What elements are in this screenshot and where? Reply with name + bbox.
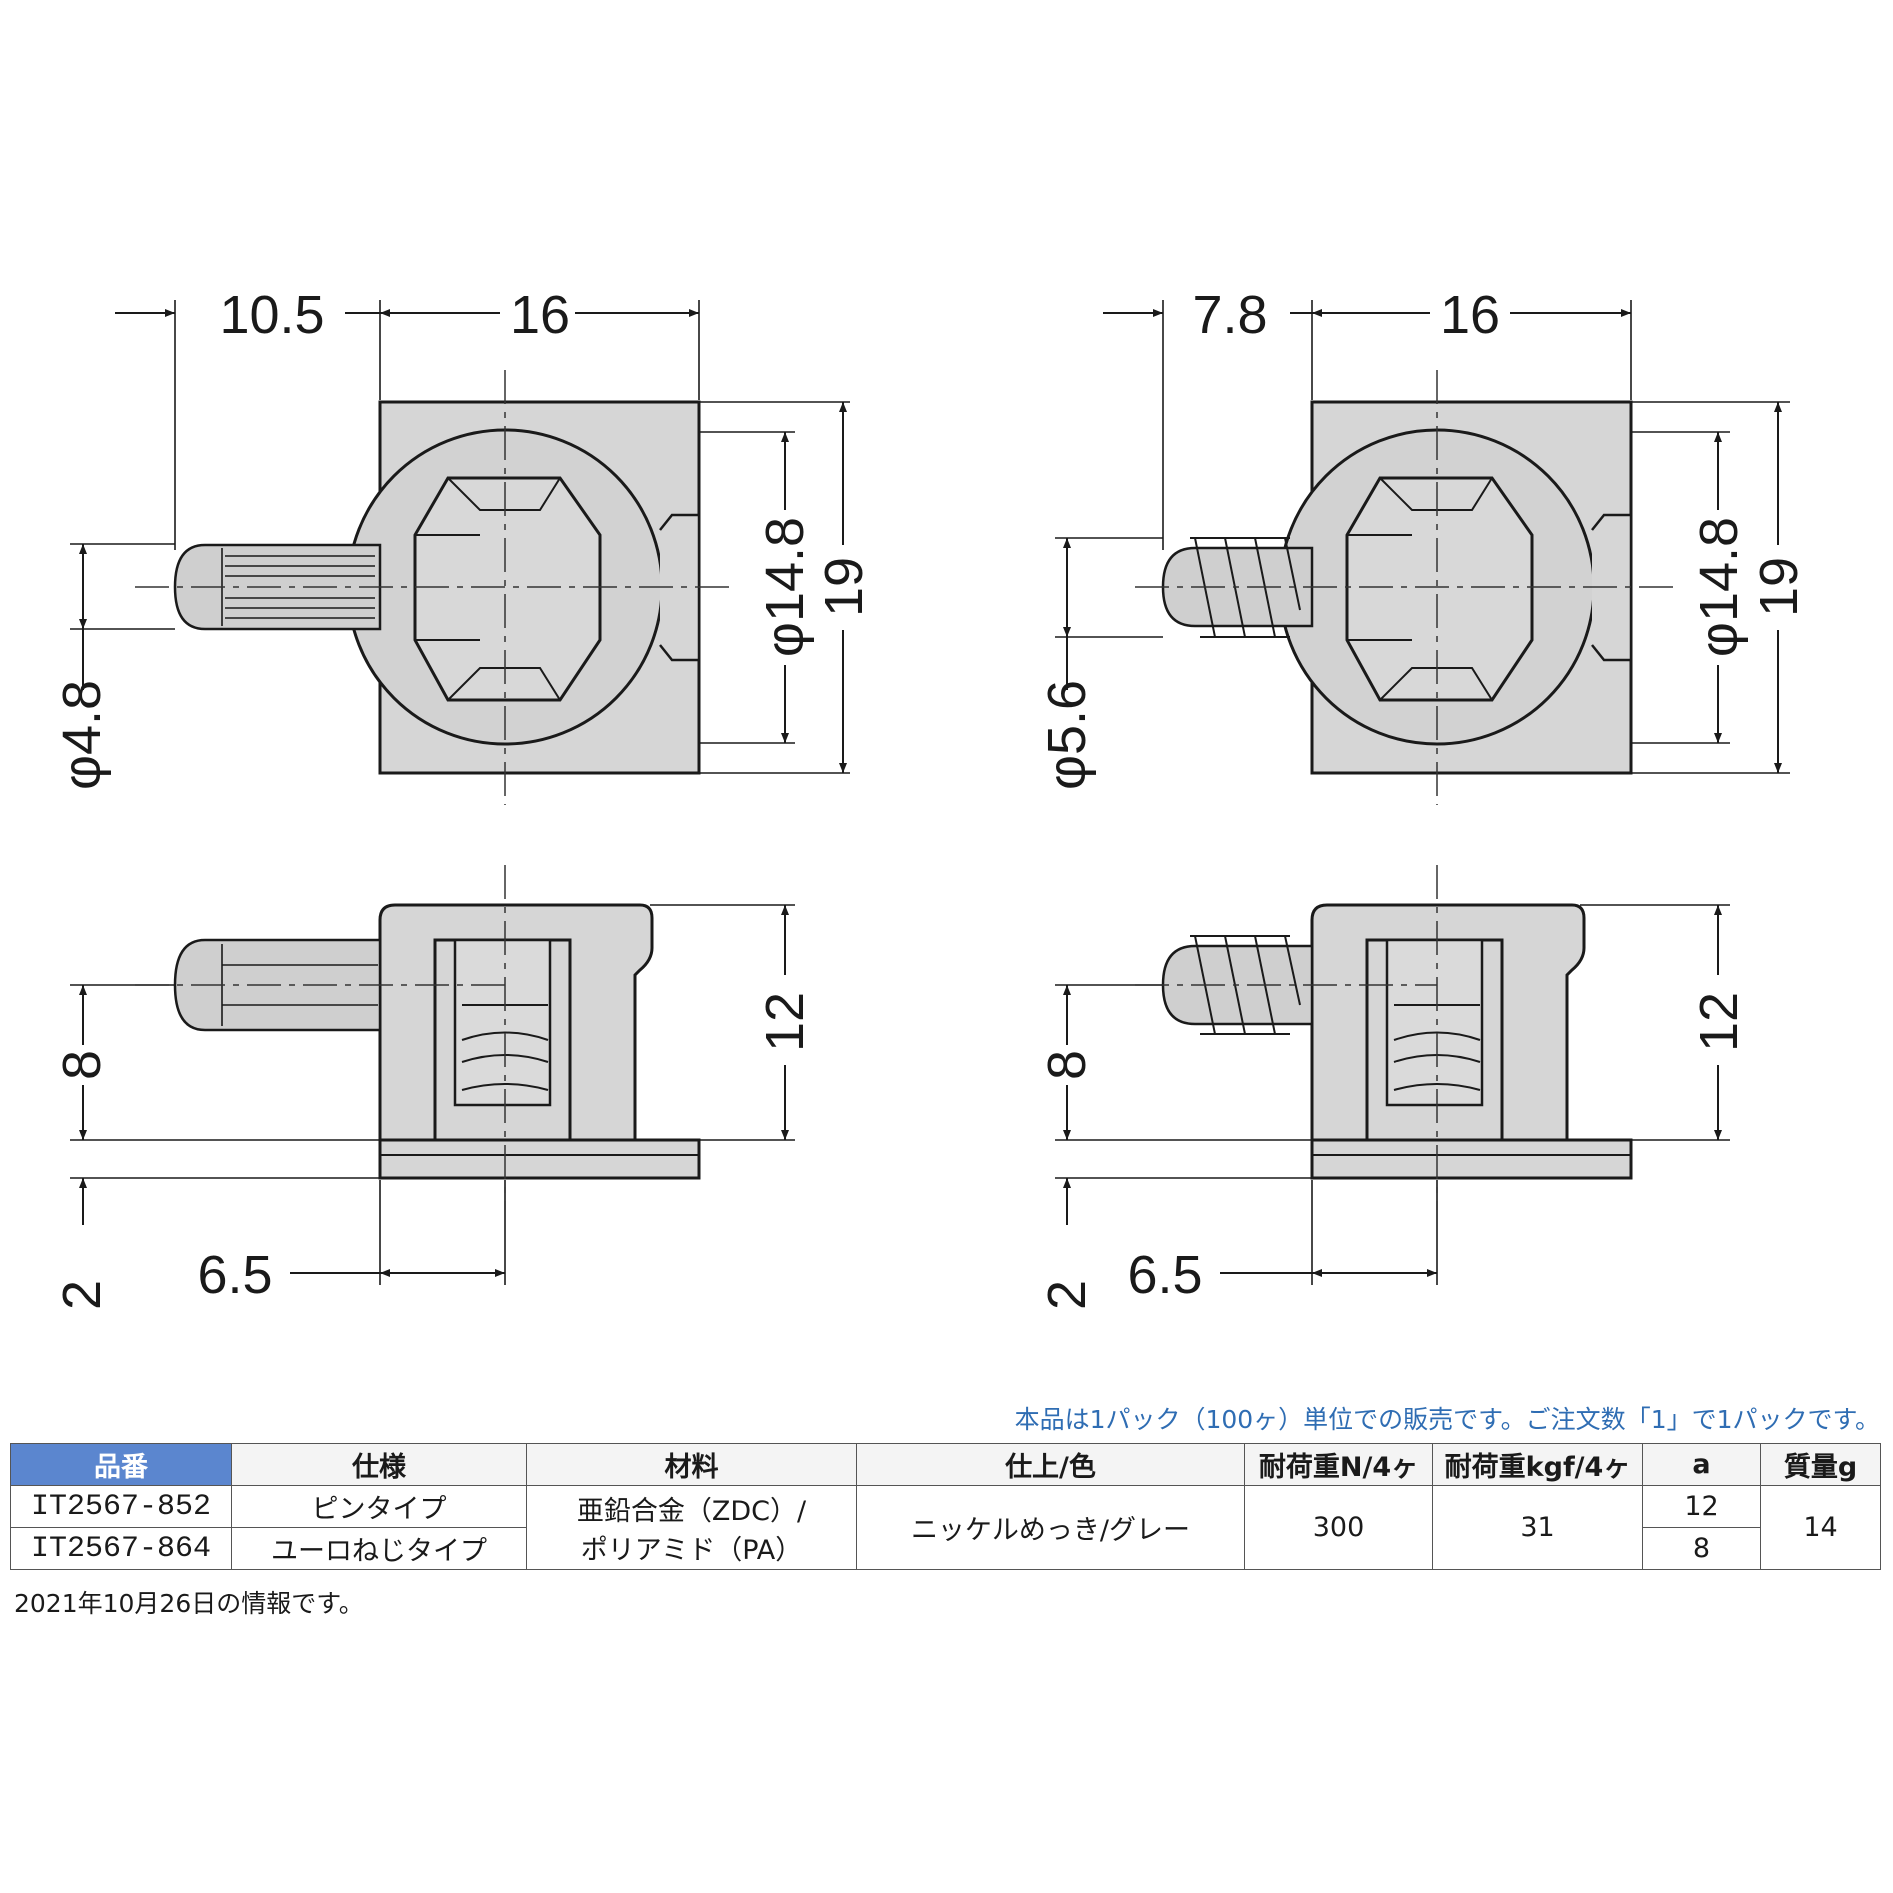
dim-left-width: 16 [510, 285, 570, 345]
part-number-cell: IT2567-864 [10, 1527, 232, 1570]
dim-right-pin-height: 8 [1037, 1050, 1097, 1080]
dim-right-body-diameter: φ14.8 [1689, 517, 1749, 657]
dim-left-base: 2 [52, 1280, 112, 1310]
header-load-kgf: 耐荷重kgf/4ヶ [1432, 1443, 1643, 1486]
material-line2: ポリアミド（PA） [580, 1534, 803, 1566]
header-spec: 仕様 [231, 1443, 527, 1486]
dim-left-offset: 6.5 [197, 1245, 272, 1305]
dim-left-body-diameter: φ14.8 [755, 517, 815, 657]
dim-left-height: 19 [814, 557, 874, 617]
spec-table: 品番 仕様 材料 仕上/色 耐荷重N/4ヶ 耐荷重kgf/4ヶ a 質量g IT… [10, 1443, 1881, 1570]
header-load-n: 耐荷重N/4ヶ [1244, 1443, 1433, 1486]
load-n-cell: 300 [1244, 1485, 1433, 1570]
dim-left-pin-diameter: φ4.8 [52, 680, 112, 790]
dim-right-side-height: 12 [1689, 992, 1749, 1052]
left-top-view [70, 300, 850, 805]
mass-cell: 14 [1760, 1485, 1881, 1570]
right-top-view [1055, 300, 1790, 805]
part-number-cell: IT2567-852 [10, 1485, 232, 1528]
material-cell: 亜鉛合金（ZDC）/ ポリアミド（PA） [526, 1485, 857, 1570]
dim-left-side-height: 12 [755, 992, 815, 1052]
spec-cell: ユーロねじタイプ [231, 1527, 527, 1570]
dim-right-height: 19 [1749, 557, 1809, 617]
table-row: IT2567-864 ユーロねじタイプ 8 [10, 1527, 1881, 1570]
header-mass: 質量g [1760, 1443, 1881, 1486]
table-row: IT2567-852 ピンタイプ 亜鉛合金（ZDC）/ ポリアミド（PA） ニッ… [10, 1485, 1881, 1570]
header-material: 材料 [526, 1443, 857, 1486]
dim-right-offset: 6.5 [1127, 1245, 1202, 1305]
header-part-number: 品番 [10, 1443, 232, 1486]
dim-left-pin-length: 10.5 [219, 285, 324, 345]
header-a: a [1642, 1443, 1761, 1486]
load-kgf-cell: 31 [1432, 1485, 1643, 1570]
right-side-view [1055, 865, 1730, 1285]
material-line1: 亜鉛合金（ZDC）/ [576, 1495, 807, 1527]
order-note: 本品は1パック（100ヶ）単位での販売です。ご注文数「1」で1パックです。 [1014, 1405, 1880, 1434]
spec-table-header-row: 品番 仕様 材料 仕上/色 耐荷重N/4ヶ 耐荷重kgf/4ヶ a 質量g [10, 1443, 1881, 1486]
a-cell: 12 [1642, 1485, 1761, 1528]
info-date-footer: 2021年10月26日の情報です。 [14, 1589, 364, 1618]
dim-right-pin-diameter: φ5.6 [1037, 680, 1097, 790]
dim-right-pin-length: 7.8 [1192, 285, 1267, 345]
left-side-view [70, 865, 795, 1285]
dim-left-pin-height: 8 [52, 1050, 112, 1080]
dim-right-width: 16 [1440, 285, 1500, 345]
header-finish: 仕上/色 [856, 1443, 1245, 1486]
spec-cell: ピンタイプ [231, 1485, 527, 1528]
a-cell: 8 [1642, 1527, 1761, 1570]
finish-cell: ニッケルめっき/グレー [856, 1485, 1245, 1570]
dim-right-base: 2 [1037, 1280, 1097, 1310]
